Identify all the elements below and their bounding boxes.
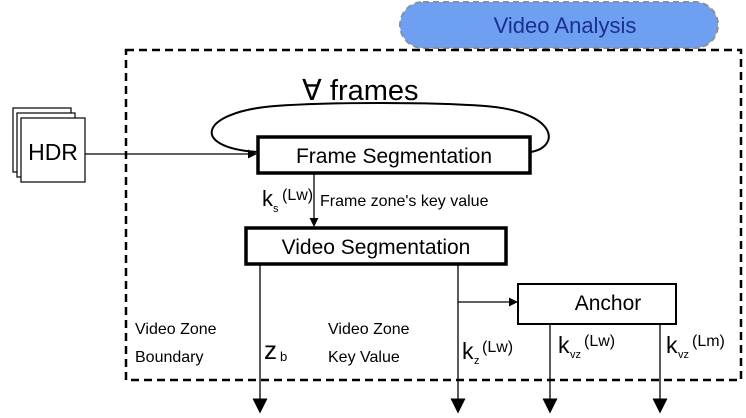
loop-label: ∀ frames	[302, 75, 419, 107]
frame-segmentation-label: Frame Segmentation	[296, 145, 492, 168]
zb-symbol: z	[264, 335, 277, 365]
zb-subscript: b	[280, 349, 287, 364]
anchor-label: Anchor	[575, 292, 642, 315]
video-analysis-label: Video Analysis	[494, 13, 637, 38]
zone-boundary-line1: Video Zone	[135, 321, 217, 338]
kz-symbol: k	[462, 338, 474, 364]
ks-subscript: s	[273, 203, 279, 215]
video-segmentation-box	[244, 226, 508, 266]
anchor-box	[517, 283, 677, 325]
kvz-w-superscript: (Lw)	[584, 333, 615, 350]
frame-segmentation-box	[256, 135, 532, 175]
kvz-m-subscript: vz	[678, 349, 689, 361]
ks-superscript: (Lw)	[282, 187, 313, 204]
zone-boundary-line2: Boundary	[135, 349, 204, 366]
kvz-w-symbol: k	[558, 332, 570, 358]
kz-superscript: (Lw)	[482, 339, 513, 356]
analysis-container	[124, 48, 743, 382]
video-analysis-badge: Video Analysis	[399, 1, 719, 49]
frames-loop	[210, 102, 550, 153]
zone-key-line2: Key Value	[328, 349, 400, 366]
video-segmentation-label: Video Segmentation	[282, 236, 471, 259]
zone-key-line1: Video Zone	[328, 321, 410, 338]
ks-symbol: k	[262, 186, 274, 211]
kvz-w-subscript: vz	[570, 349, 581, 361]
kvz-m-superscript: (Lm)	[692, 333, 725, 350]
hdr-input: HDR	[12, 107, 86, 183]
kz-subscript: z	[474, 355, 480, 367]
frame-key-description: Frame zone's key value	[320, 193, 489, 210]
hdr-label: HDR	[28, 139, 78, 165]
kvz-m-symbol: k	[666, 332, 678, 358]
